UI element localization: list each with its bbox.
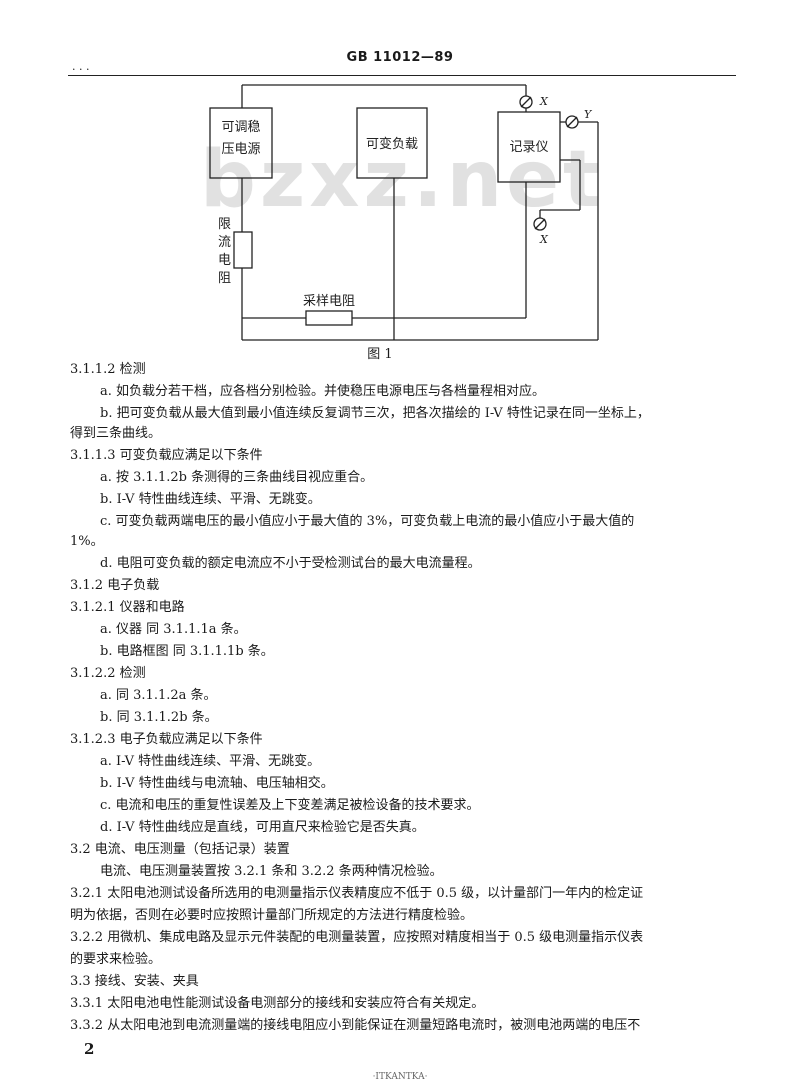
text-line: 3.1.1.3 可变负载应满足以下条件	[70, 448, 263, 463]
page-number: 2	[84, 1040, 95, 1058]
text-line: 1%。	[70, 534, 104, 549]
variable-load-box	[356, 107, 428, 179]
text-line: b. 同 3.1.1.2b 条。	[100, 710, 218, 725]
text-line: a. 同 3.1.1.2a 条。	[100, 688, 217, 703]
recorder-box	[497, 111, 561, 183]
x-top-label: X	[539, 95, 549, 108]
text-line: d. 电阻可变负载的额定电流应不小于受检测试台的最大电流量程。	[100, 556, 481, 571]
text-line: b. I-V 特性曲线连续、平滑、无跳变。	[100, 492, 321, 507]
y-label: Y	[584, 108, 593, 121]
text-line: a. 如负载分若干档，应各档分别检验。并使稳压电源电压与各档量程相对应。	[100, 384, 546, 399]
resistor-char-1: 限	[218, 217, 231, 232]
text-line: c. 电流和电压的重复性误差及上下变差满足被检设备的技术要求。	[100, 798, 480, 813]
text-line: b. 电路框图 同 3.1.1.1b 条。	[100, 644, 274, 659]
text-line: 3.1.2.2 检测	[70, 666, 146, 681]
text-line: 的要求来检验。	[70, 952, 162, 967]
x-bottom-label: X	[539, 233, 549, 246]
limit-resistor	[233, 231, 253, 269]
text-line: 3.2.2 用微机、集成电路及显示元件装配的电测量装置，应按照对精度相当于 0.…	[70, 930, 644, 945]
text-line: 明为依据，否则在必要时应按照计量部门所规定的方法进行精度检验。	[70, 908, 474, 923]
text-line: a. I-V 特性曲线连续、平滑、无跳变。	[100, 754, 321, 769]
power-supply-box	[209, 107, 273, 179]
resistor-char-3: 电	[218, 253, 231, 268]
text-line: 3.2.1 太阳电池测试设备所选用的电测量指示仪表精度应不低于 0.5 级，以计…	[70, 886, 644, 901]
power-box-label-1: 可调稳	[221, 119, 260, 135]
text-line: 3.1.2.1 仪器和电路	[70, 600, 185, 615]
text-line: d. I-V 特性曲线应是直线，可用直尺来检验它是否失真。	[100, 820, 425, 835]
footer-mark: ·ITKANTKA·	[372, 1072, 428, 1082]
text-line: 3.3.2 从太阳电池到电流测量端的接线电阻应小到能保证在测量短路电流时，被测电…	[70, 1018, 641, 1033]
header-dots: . . .	[72, 60, 90, 73]
text-line: 3.3 接线、安装、夹具	[70, 974, 199, 989]
text-line: 得到三条曲线。	[70, 426, 162, 441]
circuit-diagram: 可调稳 压电源 可变负载 记录仪 限 流 电 阻 采样电阻 X Y X	[209, 84, 599, 341]
load-box-label: 可变负载	[366, 136, 418, 152]
standard-header: GB 11012—89	[346, 50, 454, 65]
text-line: c. 可变负载两端电压的最小值应小于最大值的 3%，可变负载上电流的最小值应小于…	[100, 514, 635, 529]
text-line: b. 把可变负载从最大值到最小值连续反复调节三次，把各次描绘的 I-V 特性记录…	[100, 406, 650, 421]
text-line: 电流、电压测量装置按 3.2.1 条和 3.2.2 条两种情况检验。	[100, 864, 443, 879]
sample-resistor	[305, 310, 353, 326]
resistor-char-4: 阻	[218, 271, 231, 286]
resistor-char-2: 流	[218, 235, 231, 250]
text-line: 3.1.2.3 电子负载应满足以下条件	[70, 732, 263, 747]
text-line: 3.1.2 电子负载	[70, 578, 160, 593]
watermark: bzxz.net	[200, 135, 605, 225]
sample-resistor-label: 采样电阻	[303, 294, 355, 309]
text-line: 3.1.1.2 检测	[70, 362, 146, 377]
text-line: b. I-V 特性曲线与电流轴、电压轴相交。	[100, 776, 334, 791]
text-line: 3.2 电流、电压测量（包括记录）装置	[70, 842, 290, 857]
header-rule	[68, 75, 736, 76]
power-box-label-2: 压电源	[221, 142, 260, 157]
text-line: a. 按 3.1.1.2b 条测得的三条曲线目视应重合。	[100, 470, 374, 485]
recorder-box-label: 记录仪	[509, 140, 548, 155]
text-line: 3.3.1 太阳电池电性能测试设备电测部分的接线和安装应符合有关规定。	[70, 996, 485, 1011]
figure-caption: 图 1	[367, 347, 393, 362]
text-line: a. 仪器 同 3.1.1.1a 条。	[100, 622, 247, 637]
